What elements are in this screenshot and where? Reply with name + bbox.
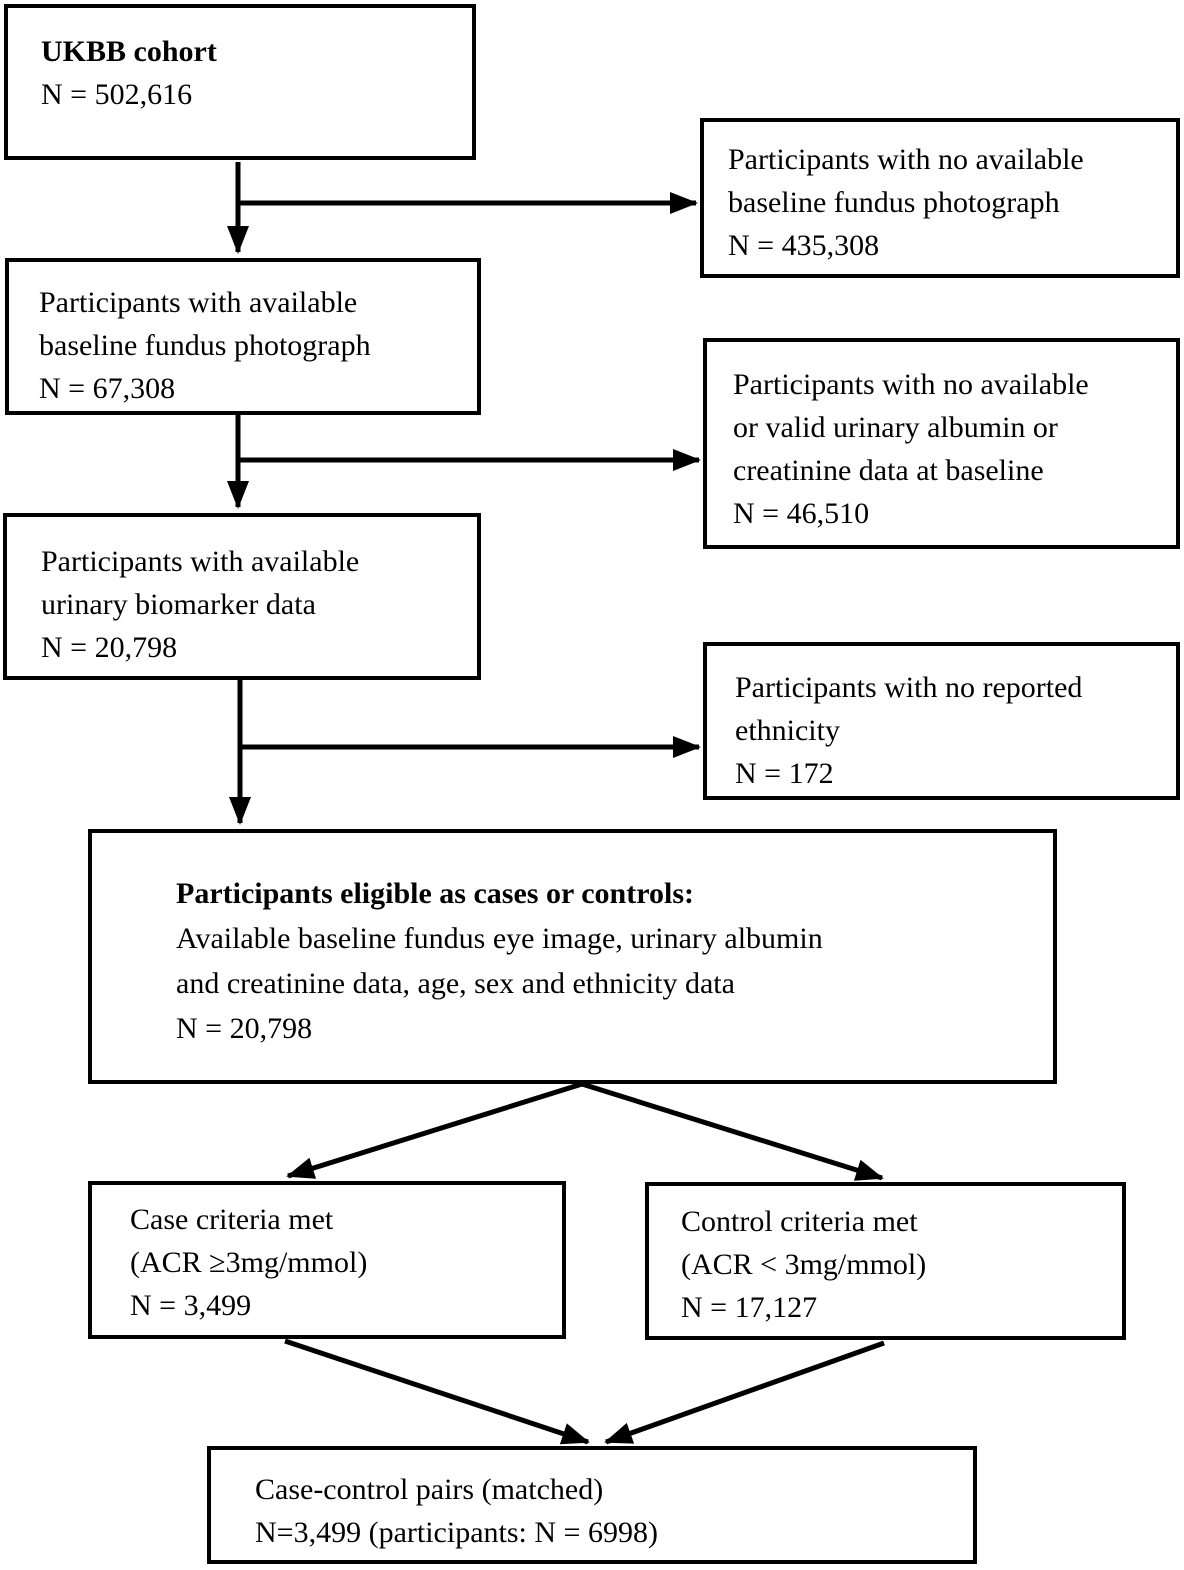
urine-line: urinary biomarker data [41, 588, 316, 621]
no-fundus-n: N = 435,308 [728, 229, 880, 262]
no-fundus-line: baseline fundus photograph [728, 186, 1060, 219]
no-urine-line: or valid urinary albumin or [733, 411, 1058, 444]
box-excluded-no-urinary-data: Participants with no available or valid … [703, 338, 1180, 549]
urine-n: N = 20,798 [41, 631, 178, 664]
control-n: N = 17,127 [681, 1291, 818, 1324]
pairs-line: Case-control pairs (matched) [255, 1473, 604, 1506]
no-urine-line: Participants with no available [733, 368, 1089, 401]
box-available-baseline-fundus: Participants with available baseline fun… [5, 258, 481, 415]
fundus-n: N = 67,308 [39, 372, 176, 405]
no-urine-line: creatinine data at baseline [733, 454, 1044, 487]
box-case-criteria-met: Case criteria met (ACR ≥3mg/mmol) N = 3,… [88, 1181, 566, 1339]
no-ethnicity-line: Participants with no reported [735, 671, 1083, 704]
control-line: (ACR < 3mg/mmol) [681, 1248, 927, 1281]
no-ethnicity-n: N = 172 [735, 757, 834, 790]
box-eligible-cases-controls: Participants eligible as cases or contro… [88, 829, 1057, 1084]
case-line: Case criteria met [130, 1203, 334, 1236]
box-available-urinary-biomarker: Participants with available urinary biom… [3, 513, 481, 680]
pairs-n: N=3,499 (participants: N = 6998) [255, 1516, 658, 1549]
box-ukbb-cohort: UKBB cohort N = 502,616 [4, 4, 476, 160]
box-excluded-no-baseline-fundus: Participants with no available baseline … [700, 118, 1180, 278]
arrow-control-to-pairs [604, 1340, 885, 1445]
case-n: N = 3,499 [130, 1289, 252, 1322]
no-fundus-line: Participants with no available [728, 143, 1084, 176]
eligible-heading: Participants eligible as cases or contro… [176, 877, 694, 910]
eligible-line: Available baseline fundus eye image, uri… [176, 922, 823, 955]
control-line: Control criteria met [681, 1205, 918, 1238]
box-case-control-pairs: Case-control pairs (matched) N=3,499 (pa… [207, 1446, 977, 1564]
box-excluded-no-ethnicity: Participants with no reported ethnicity … [703, 642, 1180, 800]
ukbb-cohort-title: UKBB cohort [41, 35, 217, 68]
urine-line: Participants with available [41, 545, 360, 578]
box-control-criteria-met: Control criteria met (ACR < 3mg/mmol) N … [645, 1182, 1126, 1340]
ukbb-cohort-n: N = 502,616 [41, 78, 193, 111]
case-line: (ACR ≥3mg/mmol) [130, 1246, 368, 1279]
eligible-line: and creatinine data, age, sex and ethnic… [176, 967, 735, 1000]
arrow-eligible-to-control [581, 1081, 884, 1181]
fundus-line: Participants with available [39, 286, 358, 319]
no-urine-n: N = 46,510 [733, 497, 870, 530]
arrow-eligible-to-case [286, 1081, 583, 1179]
arrow-case-to-pairs [284, 1338, 590, 1445]
eligible-n: N = 20,798 [176, 1012, 313, 1045]
no-ethnicity-line: ethnicity [735, 714, 840, 747]
fundus-line: baseline fundus photograph [39, 329, 371, 362]
